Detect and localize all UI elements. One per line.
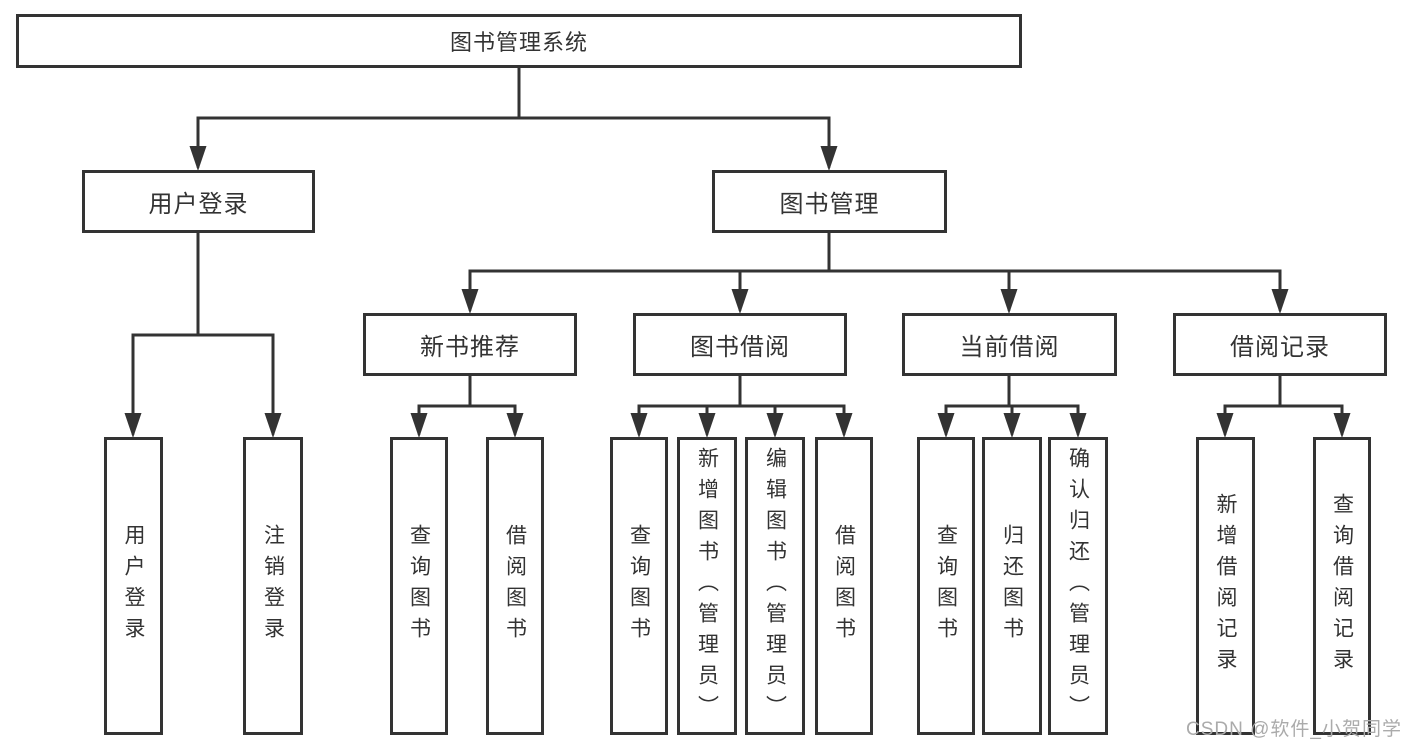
node-new-book-recommendation: 新书推荐 bbox=[363, 313, 577, 376]
node-label: 借阅图书 bbox=[503, 524, 527, 648]
arrowhead-icon bbox=[506, 413, 524, 438]
arrowhead-icon bbox=[1333, 413, 1351, 438]
arrowheads bbox=[124, 146, 1351, 438]
arrowhead-icon bbox=[937, 413, 955, 438]
node-label: 查询图书 bbox=[934, 524, 958, 648]
node-label: 新书推荐 bbox=[420, 334, 520, 361]
node-label: 图书借阅 bbox=[690, 334, 790, 361]
arrowhead-icon bbox=[189, 146, 207, 171]
node-current-borrowing: 当前借阅 bbox=[902, 313, 1117, 376]
node-label: 用户登录 bbox=[122, 524, 145, 648]
leaf-query-books-current: 查询图书 bbox=[917, 437, 975, 735]
arrowhead-icon bbox=[835, 413, 853, 438]
leaf-query-borrow-record: 查询借阅记录 bbox=[1313, 437, 1371, 735]
arrowhead-icon bbox=[630, 413, 648, 438]
node-label: 借阅记录 bbox=[1230, 334, 1330, 361]
leaf-confirm-return-admin: 确认归还（管理员） bbox=[1048, 437, 1108, 735]
node-label: 注销登录 bbox=[261, 524, 285, 648]
node-user-login: 用户登录 bbox=[82, 170, 315, 233]
node-label: 当前借阅 bbox=[959, 334, 1060, 361]
leaf-add-borrow-record: 新增借阅记录 bbox=[1196, 437, 1255, 735]
arrowhead-icon bbox=[698, 413, 716, 438]
node-label: 归还图书 bbox=[1000, 524, 1024, 648]
arrowhead-icon bbox=[731, 289, 749, 314]
arrowhead-icon bbox=[766, 413, 784, 438]
node-label: 查询借阅记录 bbox=[1330, 493, 1354, 679]
node-label: 用户登录 bbox=[148, 191, 249, 218]
arrowhead-icon bbox=[1000, 289, 1018, 314]
arrowhead-icon bbox=[410, 413, 428, 438]
arrowhead-icon bbox=[124, 413, 142, 438]
leaf-query-books-borrowing: 查询图书 bbox=[610, 437, 668, 735]
leaf-add-books-admin: 新增图书（管理员） bbox=[677, 437, 737, 735]
arrowhead-icon bbox=[1271, 289, 1289, 314]
node-label: 查询图书 bbox=[407, 524, 431, 648]
arrowhead-icon bbox=[461, 289, 479, 314]
node-label: 确认归还（管理员） bbox=[1066, 446, 1090, 726]
leaf-return-books: 归还图书 bbox=[982, 437, 1042, 735]
node-label: 借阅图书 bbox=[832, 524, 856, 648]
leaf-borrow-books-recommend: 借阅图书 bbox=[486, 437, 544, 735]
node-label: 编辑图书（管理员） bbox=[763, 446, 787, 726]
node-label: 图书管理 bbox=[779, 191, 880, 218]
arrowhead-icon bbox=[820, 146, 838, 171]
node-book-management: 图书管理 bbox=[712, 170, 947, 233]
arrowhead-icon bbox=[264, 413, 282, 438]
node-label: 新增借阅记录 bbox=[1214, 493, 1237, 679]
arrowhead-icon bbox=[1003, 413, 1021, 438]
leaf-user-login: 用户登录 bbox=[104, 437, 163, 735]
node-label: 新增图书（管理员） bbox=[695, 446, 719, 726]
arrowhead-icon bbox=[1069, 413, 1087, 438]
connector-path bbox=[131, 66, 1344, 435]
node-label: 查询图书 bbox=[627, 524, 651, 648]
leaf-borrow-books-borrowing: 借阅图书 bbox=[815, 437, 873, 735]
node-book-borrowing: 图书借阅 bbox=[633, 313, 847, 376]
node-borrowing-records: 借阅记录 bbox=[1173, 313, 1387, 376]
watermark: CSDN @软件_小贺同学 bbox=[1186, 719, 1402, 740]
leaf-edit-books-admin: 编辑图书（管理员） bbox=[745, 437, 805, 735]
node-label: 图书管理系统 bbox=[449, 30, 588, 55]
node-library-management-system: 图书管理系统 bbox=[16, 14, 1022, 68]
arrowhead-icon bbox=[1216, 413, 1234, 438]
leaf-query-books-recommend: 查询图书 bbox=[390, 437, 448, 735]
leaf-logout: 注销登录 bbox=[243, 437, 303, 735]
